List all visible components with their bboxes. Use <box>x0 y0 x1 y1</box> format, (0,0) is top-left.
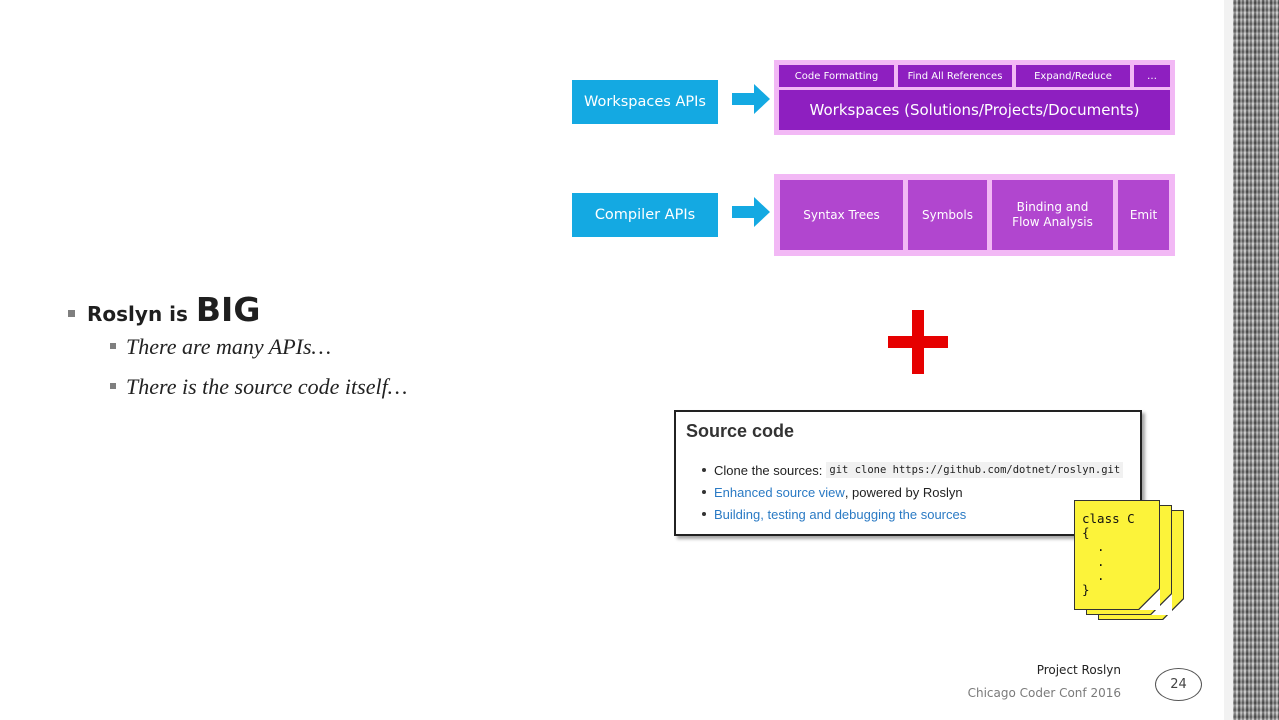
list-item: Clone the sources: git clone https://git… <box>702 459 1124 481</box>
syntax-trees-cell: Syntax Trees <box>780 180 903 250</box>
bullet-dot-icon <box>702 512 706 516</box>
source-code-title: Source code <box>686 421 795 441</box>
bullet-main: Roslyn is BIG <box>68 290 407 334</box>
git-clone-command: git clone https://github.com/dotnet/rosl… <box>826 462 1124 478</box>
plus-icon <box>888 310 948 374</box>
bullet-square-icon <box>68 310 75 317</box>
symbols-cell: Symbols <box>908 180 987 250</box>
bullet-dot-icon <box>702 490 706 494</box>
source-code-list: Clone the sources: git clone https://git… <box>702 459 1124 525</box>
compiler-apis-label: Compiler APIs <box>572 193 718 237</box>
expand-reduce-cell: Expand/Reduce <box>1016 65 1130 87</box>
sub-bullet: There is the source code itself… <box>110 374 407 414</box>
workspaces-layer: Code Formatting Find All References Expa… <box>774 60 1175 135</box>
right-arrow-icon <box>732 84 770 114</box>
find-all-references-cell: Find All References <box>898 65 1012 87</box>
bullet-list: Roslyn is BIG There are many APIs… There… <box>68 290 407 414</box>
sub-bullet-text: There are many APIs… <box>126 334 332 359</box>
compiler-layer: Syntax Trees Symbols Binding and Flow An… <box>774 174 1175 256</box>
building-testing-link[interactable]: Building, testing and debugging the sour… <box>714 506 967 522</box>
enhanced-source-view-link[interactable]: Enhanced source view <box>714 484 845 500</box>
footer-conference: Chicago Coder Conf 2016 <box>967 686 1121 700</box>
workspaces-apis-label: Workspaces APIs <box>572 80 718 124</box>
source-code-panel: Source code Clone the sources: git clone… <box>674 410 1142 536</box>
slide-edge-texture <box>1233 0 1279 720</box>
bullet-dot-icon <box>702 468 706 472</box>
code-snippet: class C { . . . } <box>1082 511 1135 598</box>
sub-bullet-text: There is the source code itself… <box>126 374 408 399</box>
right-arrow-icon <box>732 197 770 227</box>
bullet-main-text: Roslyn is <box>87 302 188 326</box>
sub-bullet: There are many APIs… <box>110 334 407 374</box>
emit-cell: Emit <box>1118 180 1169 250</box>
powered-by-text: , powered by Roslyn <box>844 484 963 500</box>
code-formatting-cell: Code Formatting <box>779 65 894 87</box>
binding-flow-analysis-cell: Binding and Flow Analysis <box>992 180 1113 250</box>
list-item: Building, testing and debugging the sour… <box>702 503 1123 525</box>
clone-label: Clone the sources: <box>714 462 823 478</box>
page-number: 24 <box>1155 668 1202 701</box>
code-note-front: class C { . . . } <box>1074 500 1160 610</box>
footer-title: Project Roslyn <box>1036 663 1121 677</box>
more-features-cell: … <box>1134 65 1170 87</box>
workspaces-main-cell: Workspaces (Solutions/Projects/Documents… <box>779 90 1170 130</box>
bullet-square-icon <box>110 343 116 349</box>
bullet-main-emphasis: BIG <box>195 290 261 329</box>
list-item: Enhanced source view , powered by Roslyn <box>702 481 1123 503</box>
bullet-square-icon <box>110 383 116 389</box>
